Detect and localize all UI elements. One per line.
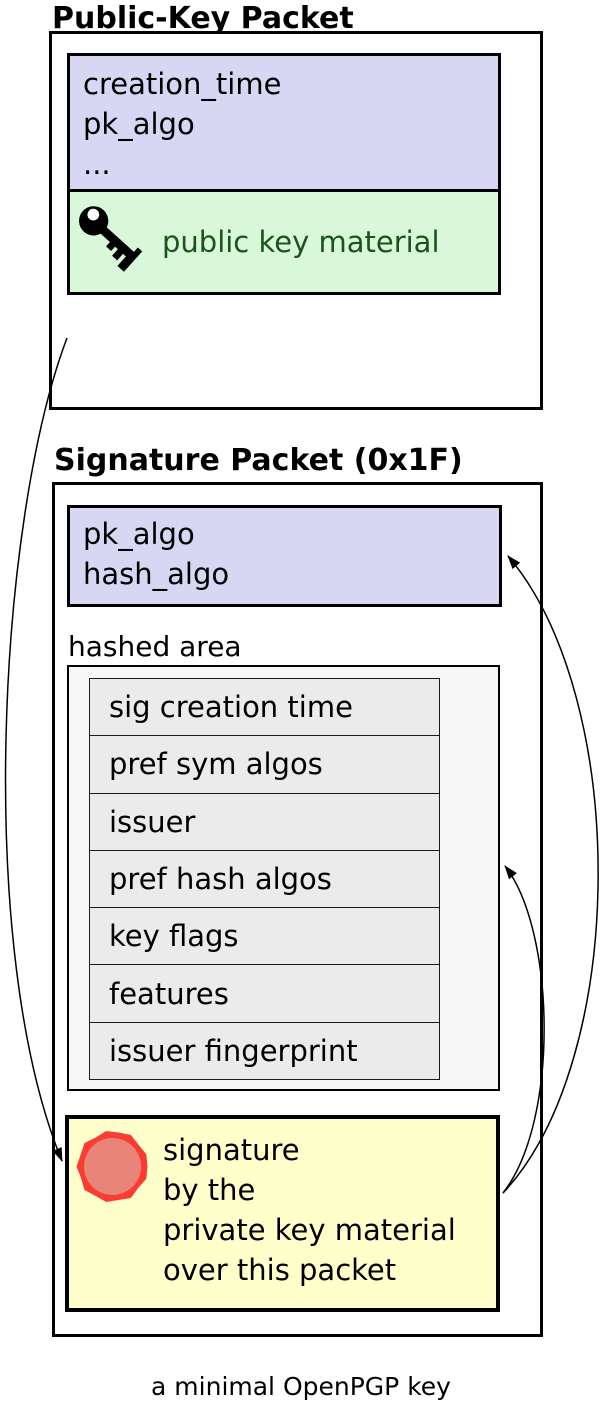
subpacket-features: features (90, 964, 439, 1022)
signature-description: signature by the private key material ov… (163, 1130, 456, 1290)
field-hash-algo: hash_algo (83, 557, 230, 591)
signature-value-box: signature by the private key material ov… (65, 1115, 500, 1312)
seal-icon (76, 1131, 148, 1202)
public-key-material-box: public key material (67, 192, 501, 295)
figure-caption: a minimal OpenPGP key (151, 1372, 451, 1401)
subpacket-pref-hash-algos: pref hash algos (90, 849, 439, 908)
public-key-header-fields-box: creation_time pk_algo ... (67, 53, 501, 192)
public-key-material-label: public key material (162, 225, 440, 259)
signature-line-2: by the (163, 1173, 256, 1207)
field-sig-pk-algo: pk_algo (83, 517, 195, 551)
signature-line-3: private key material (163, 1213, 456, 1247)
hashed-area-label: hashed area (68, 630, 242, 663)
subpacket-list: sig creation time pref sym algos issuer … (89, 678, 440, 1080)
signature-line-1: signature (163, 1133, 300, 1167)
field-pk-algo: pk_algo (83, 107, 195, 141)
field-ellipsis: ... (83, 147, 111, 181)
subpacket-issuer-fingerprint: issuer fingerprint (90, 1021, 439, 1079)
signature-header-fields-box: pk_algo hash_algo (67, 505, 502, 607)
public-key-packet-title: Public-Key Packet (52, 1, 354, 36)
subpacket-key-flags: key flags (90, 907, 439, 965)
subpacket-pref-sym-algos: pref sym algos (90, 735, 439, 793)
signature-packet-title: Signature Packet (0x1F) (54, 443, 463, 478)
signature-line-4: over this packet (163, 1253, 397, 1287)
field-creation-time: creation_time (83, 67, 282, 101)
subpacket-issuer: issuer (90, 792, 439, 850)
subpacket-sig-creation-time: sig creation time (90, 679, 439, 736)
key-icon (79, 206, 143, 272)
